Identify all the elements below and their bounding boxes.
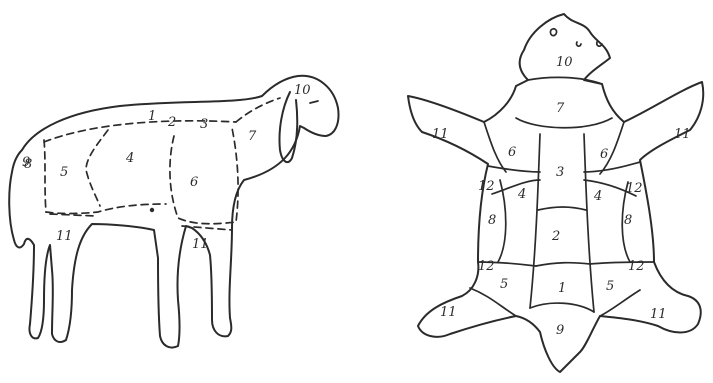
seam-leg-left (470, 288, 516, 316)
cut-line-belly (46, 204, 166, 214)
seam-h4 (536, 263, 590, 266)
seam-tail (530, 303, 594, 312)
region-label: 4 (125, 151, 134, 166)
region-label: 12 (628, 259, 645, 274)
region-label: 11 (650, 307, 667, 322)
dot-mark (150, 208, 154, 212)
lamb-labels: 1 2 3 4 5 6 7 8 9 10 11 11 (22, 83, 311, 252)
region-label: 10 (294, 83, 311, 98)
region-label: 12 (478, 259, 495, 274)
seam-h3 (538, 207, 586, 210)
cut-line-neck (236, 98, 280, 122)
region-label: 12 (478, 179, 495, 194)
region-label: 7 (556, 101, 565, 116)
region-label: 3 (556, 165, 564, 180)
eye (310, 101, 318, 103)
region-label: 8 (624, 213, 632, 228)
region-label: 11 (56, 229, 73, 244)
seam-spine-right (584, 134, 594, 312)
region-label: 5 (60, 165, 68, 180)
region-label: 4 (517, 187, 526, 202)
region-label: 6 (508, 145, 516, 160)
region-label: 7 (248, 129, 257, 144)
seam-neck (528, 77, 602, 84)
pelt-labels: 10 7 6 6 3 4 4 12 12 12 12 8 8 2 1 5 5 1… (432, 55, 691, 338)
region-label: 11 (674, 127, 691, 142)
region-label: 5 (500, 277, 508, 292)
region-label: 2 (551, 229, 560, 244)
ear (279, 92, 297, 162)
region-label: 11 (432, 127, 449, 142)
region-label: 1 (558, 281, 566, 296)
region-label: 11 (192, 237, 209, 252)
region-label: 1 (148, 109, 156, 124)
region-label: 4 (593, 189, 602, 204)
region-label: 12 (626, 181, 643, 196)
region-label: 9 (22, 155, 30, 170)
region-label: 8 (488, 213, 496, 228)
seam-spine-left (530, 134, 540, 308)
region-label: 6 (190, 175, 198, 190)
head-mark (577, 42, 581, 46)
cut-line-loin (86, 130, 108, 206)
region-label: 10 (556, 55, 573, 70)
head-mark (550, 29, 556, 36)
seam-h2 (492, 180, 636, 196)
seam-h1r (584, 162, 640, 172)
cut-line-rump (44, 140, 46, 212)
region-label: 2 (167, 115, 176, 130)
region-label: 6 (600, 147, 608, 162)
region-label: 11 (440, 305, 457, 320)
seam-head-base (516, 118, 612, 128)
seam-h1 (488, 166, 540, 172)
region-label: 9 (556, 323, 564, 338)
region-label: 3 (200, 117, 208, 132)
region-label: 5 (606, 279, 614, 294)
cut-line-shoulder (170, 128, 238, 224)
